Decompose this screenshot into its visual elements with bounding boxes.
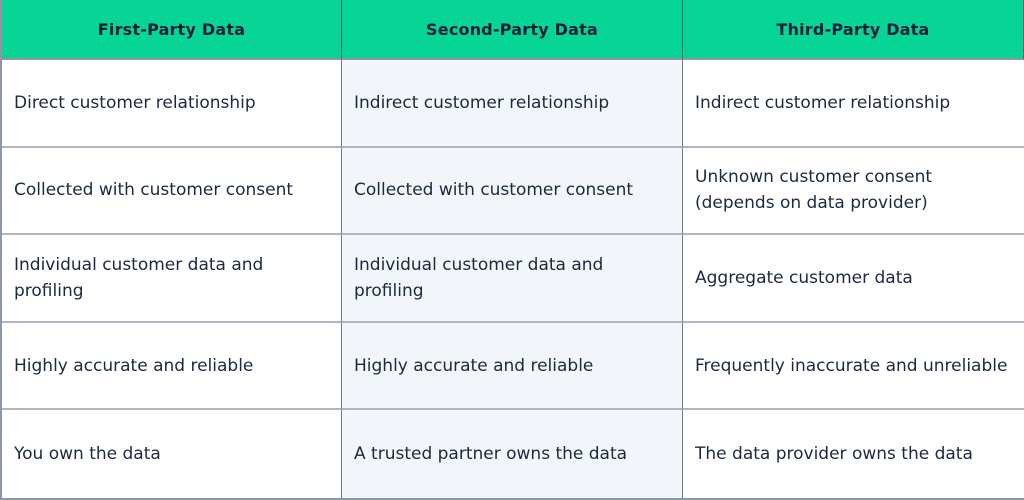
cell-accuracy-third: Frequently inaccurate and unreliable xyxy=(683,322,1024,411)
cell-relationship-first: Direct customer relationship xyxy=(2,60,342,148)
cell-ownership-first: You own the data xyxy=(2,410,342,498)
cell-consent-first: Collected with customer consent xyxy=(2,147,342,236)
cell-consent-second: Collected with customer consent xyxy=(342,147,683,236)
cell-ownership-third: The data provider owns the data xyxy=(683,410,1024,498)
cell-profiling-second: Individual customer data and profiling xyxy=(342,235,683,323)
cell-ownership-second: A trusted partner owns the data xyxy=(342,410,683,498)
cell-accuracy-first: Highly accurate and reliable xyxy=(2,322,342,411)
header-first-party: First-Party Data xyxy=(2,0,342,60)
cell-relationship-third: Indirect customer relationship xyxy=(683,60,1024,148)
cell-profiling-third: Aggregate customer data xyxy=(683,235,1024,323)
cell-profiling-first: Individual customer data and profiling xyxy=(2,235,342,323)
header-second-party: Second-Party Data xyxy=(342,0,683,60)
cell-relationship-second: Indirect customer relationship xyxy=(342,60,683,148)
cell-accuracy-second: Highly accurate and reliable xyxy=(342,322,683,411)
header-third-party: Third-Party Data xyxy=(683,0,1024,60)
cell-consent-third: Unknown customer consent (depends on dat… xyxy=(683,147,1024,236)
